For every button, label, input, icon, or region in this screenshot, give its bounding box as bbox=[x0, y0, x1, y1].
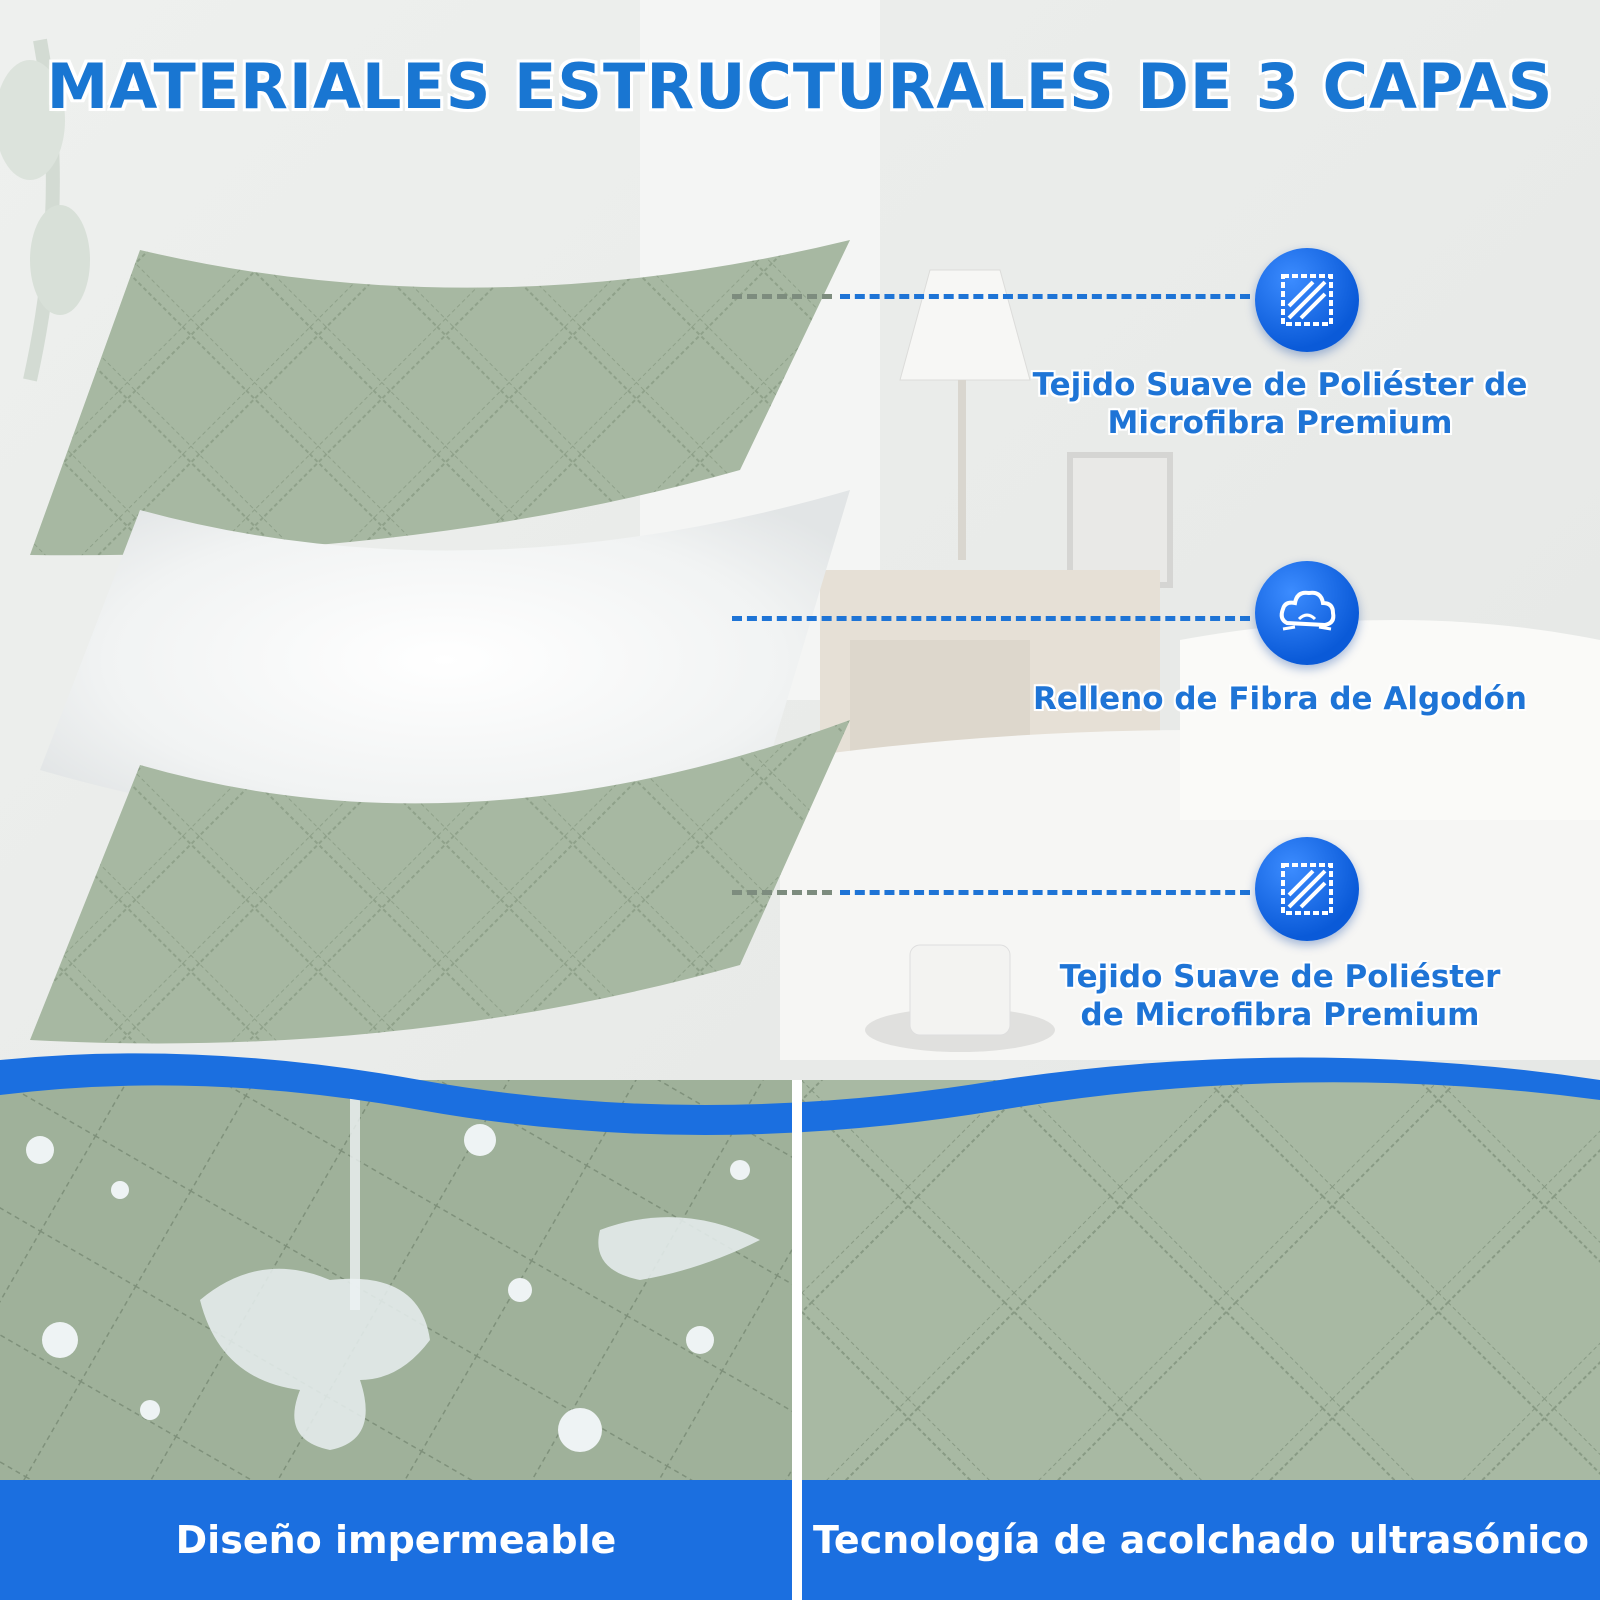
panel-divider bbox=[792, 1080, 802, 1600]
quilting-label-bar: Tecnología de acolchado ultrasónico bbox=[802, 1480, 1600, 1600]
connector-line-2 bbox=[732, 616, 1250, 621]
layers-illustration bbox=[30, 240, 850, 1044]
feature-bottom-fabric: Tejido Suave de Poliéster de Microfibra … bbox=[1000, 958, 1560, 1034]
waterproof-label: Diseño impermeable bbox=[175, 1518, 617, 1562]
feature-label-line: de Microfibra Premium bbox=[1080, 997, 1480, 1033]
connector-line-gray-3 bbox=[732, 890, 832, 895]
cotton-fill-layer bbox=[40, 490, 850, 831]
page-title: MATERIALES ESTRUCTURALES DE 3 CAPAS bbox=[46, 50, 1554, 123]
wave-separator bbox=[0, 1053, 1600, 1135]
bottom-fabric-layer bbox=[30, 720, 850, 1044]
feature-label-line: Microfibra Premium bbox=[1107, 405, 1453, 441]
feature-label-line: Relleno de Fibra de Algodón bbox=[1032, 681, 1527, 717]
quilting-label: Tecnología de acolchado ultrasónico bbox=[813, 1518, 1589, 1562]
feature-label-line: Tejido Suave de Poliéster de bbox=[1032, 367, 1528, 403]
cotton-cloud-icon bbox=[1255, 561, 1359, 665]
waterproof-photo bbox=[0, 1080, 792, 1480]
waterproof-label-bar: Diseño impermeable bbox=[0, 1480, 792, 1600]
connector-line-gray-1 bbox=[732, 294, 832, 299]
connector-line-1 bbox=[840, 294, 1250, 299]
quilting-photo bbox=[802, 1080, 1600, 1480]
fabric-weave-icon bbox=[1255, 248, 1359, 352]
feature-cotton-fill: Relleno de Fibra de Algodón bbox=[1000, 680, 1560, 718]
feature-top-fabric: Tejido Suave de Poliéster de Microfibra … bbox=[1000, 366, 1560, 442]
feature-label-line: Tejido Suave de Poliéster bbox=[1059, 959, 1501, 995]
top-fabric-layer bbox=[30, 240, 850, 556]
fabric-weave-icon bbox=[1255, 837, 1359, 941]
connector-line-3 bbox=[840, 890, 1250, 895]
